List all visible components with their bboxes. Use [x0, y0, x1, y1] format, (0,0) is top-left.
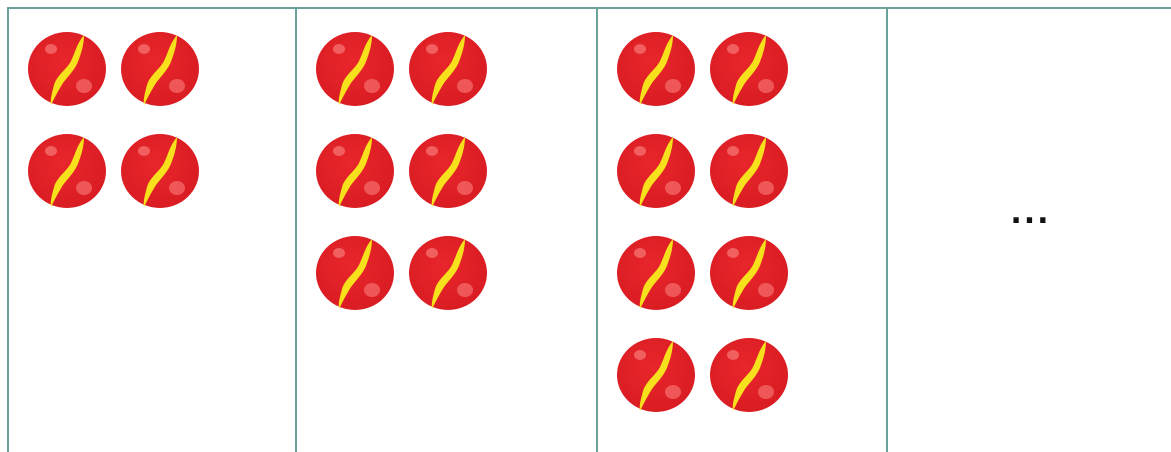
pattern-table: ...	[7, 7, 1171, 452]
marble-icon	[408, 31, 488, 107]
marble-icon	[27, 133, 107, 209]
marble-icon	[408, 133, 488, 209]
continuation-cell: ...	[888, 9, 1171, 452]
stage-2-cell	[297, 9, 598, 452]
stage-3-cell	[598, 9, 888, 452]
marble-icon	[709, 133, 789, 209]
marble-icon	[616, 133, 696, 209]
marble-icon	[709, 235, 789, 311]
marble-icon	[120, 31, 200, 107]
marble-icon	[408, 235, 488, 311]
marble-icon	[616, 31, 696, 107]
marble-icon	[709, 337, 789, 413]
stage-1-cell	[9, 9, 297, 452]
marble-icon	[315, 235, 395, 311]
ellipsis-text: ...	[888, 199, 1171, 229]
marble-icon	[616, 235, 696, 311]
marble-icon	[315, 31, 395, 107]
marble-icon	[616, 337, 696, 413]
marble-icon	[709, 31, 789, 107]
marble-icon	[120, 133, 200, 209]
marble-icon	[315, 133, 395, 209]
marble-icon	[27, 31, 107, 107]
